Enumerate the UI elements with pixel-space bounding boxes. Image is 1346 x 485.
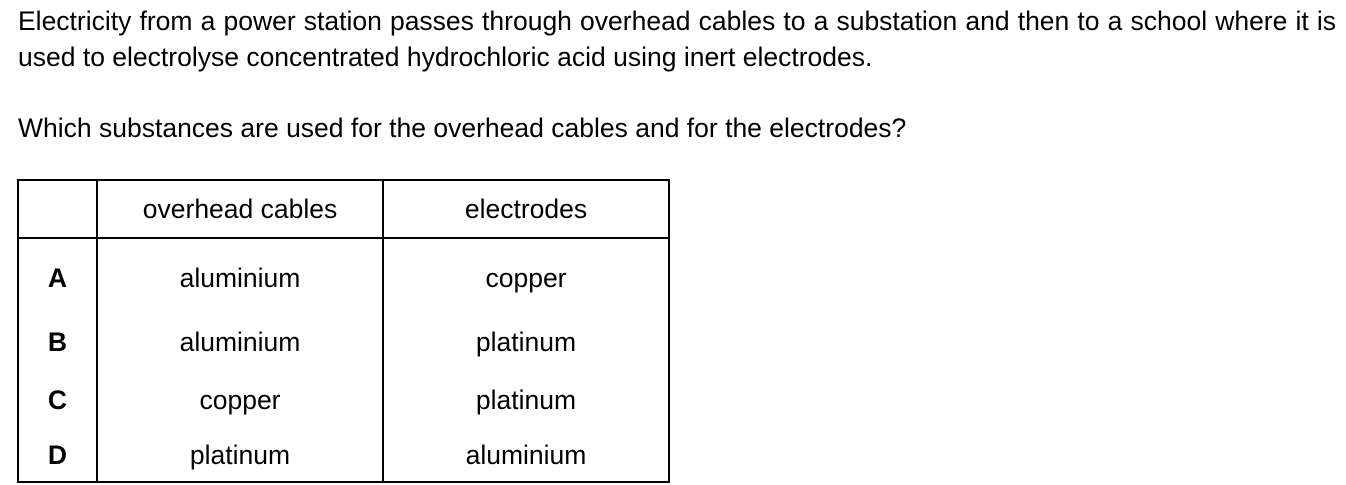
header-overhead-cables: overhead cables [96, 179, 384, 239]
option-letter-d: D [17, 429, 98, 483]
table-row-d: D platinum aluminium [17, 429, 670, 483]
option-c-cables: copper [96, 371, 384, 429]
option-b-electrodes: platinum [382, 313, 670, 371]
option-d-cables: platinum [96, 429, 384, 483]
table-row-c: C copper platinum [17, 371, 670, 429]
table-row-b: B aluminium platinum [17, 313, 670, 371]
header-electrodes: electrodes [382, 179, 670, 239]
answer-options-table: overhead cables electrodes A aluminium c… [17, 179, 670, 483]
option-a-cables: aluminium [96, 238, 384, 313]
option-letter-a: A [17, 238, 98, 313]
option-a-electrodes: copper [382, 238, 670, 313]
option-b-cables: aluminium [96, 313, 384, 371]
question-text: Which substances are used for the overhe… [18, 113, 907, 143]
header-option-letter [17, 179, 98, 239]
option-letter-c: C [17, 371, 98, 429]
table-header-row: overhead cables electrodes [17, 179, 670, 239]
option-c-electrodes: platinum [382, 371, 670, 429]
option-d-electrodes: aluminium [382, 429, 670, 483]
question-intro: Electricity from a power station passes … [18, 6, 1336, 72]
option-letter-b: B [17, 313, 98, 371]
table-row-a: A aluminium copper [17, 238, 670, 313]
